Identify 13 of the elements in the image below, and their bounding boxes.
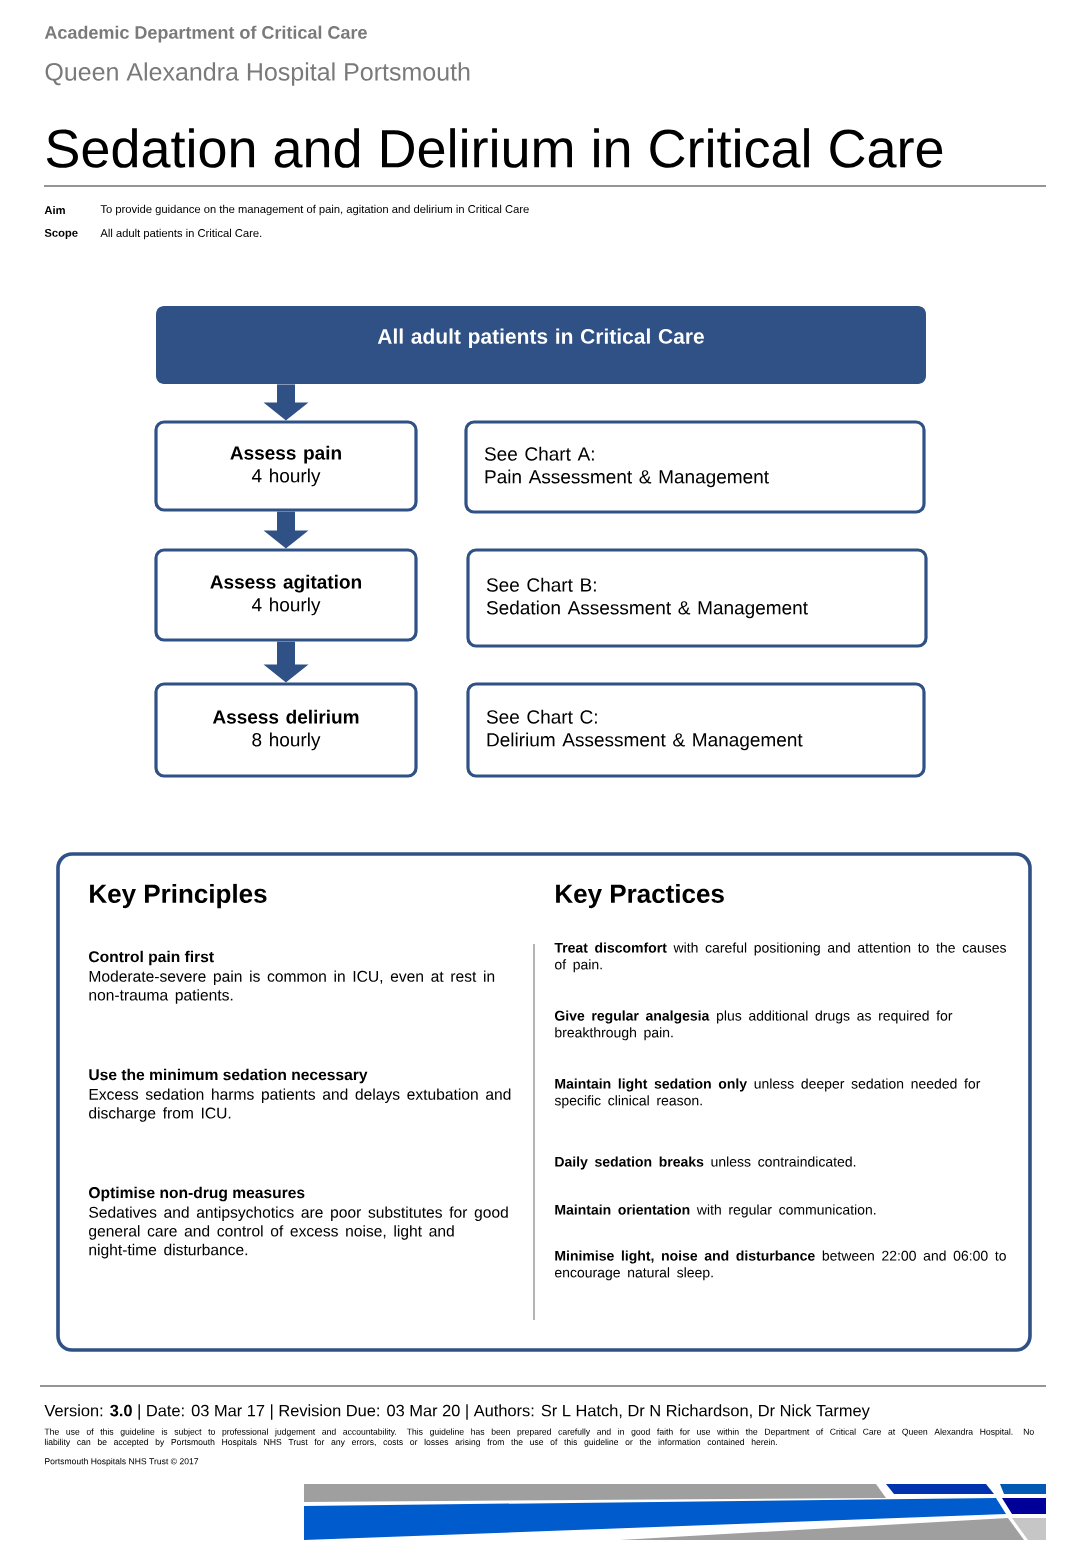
title: Sedation and Delirium in Critical Care bbox=[46, 128, 943, 168]
banner-box: All adult patients in Critical Care bbox=[156, 306, 926, 384]
panel-heading: Key Practices bbox=[556, 883, 724, 909]
chart-reference-box: See Chart C: Delirium Assessment & Management bbox=[466, 682, 926, 778]
chart-reference-box: See Chart A: Pain Assessment & Management bbox=[464, 420, 926, 514]
panel-heading: Key Principles bbox=[90, 883, 267, 909]
department-heading: Academic Department of Critical Care bbox=[44, 25, 367, 43]
version-line: Version: 3.0 | Date: 03 Mar 17 | Revision Due: 03 Mar 20 | Authors: Sr L Hatch, Dr N Richardson, Dr Nick Tarmey bbox=[44, 1404, 870, 1420]
step-box: Assess delirium 8 hourly bbox=[154, 682, 418, 778]
hospital-heading: Queen Alexandra Hospital Portsmouth bbox=[45, 62, 470, 86]
step-box: Assess pain 4 hourly bbox=[154, 420, 418, 512]
step-box: Assess agitation 4 hourly bbox=[154, 548, 418, 642]
chart-reference-box: See Chart B: Sedation Assessment & Management bbox=[466, 548, 928, 648]
